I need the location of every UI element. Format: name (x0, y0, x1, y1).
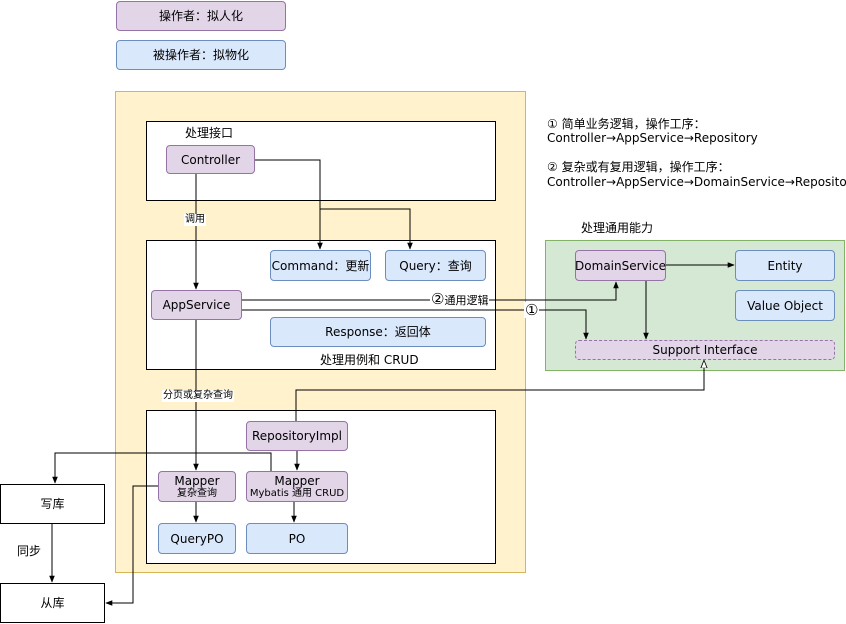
note2-flow: Controller→AppService→DomainService→Repo… (547, 175, 846, 189)
mapper-crud-node: Mapper Mybatis 通用 CRUD (246, 471, 348, 502)
read-db-node: 从库 (0, 583, 105, 623)
value-object-node: Value Object (735, 290, 835, 321)
support-interface-node: Support Interface (575, 340, 835, 360)
mapper-complex-node: Mapper 复杂查询 (158, 471, 236, 502)
mapper-crud-sub: Mybatis 通用 CRUD (249, 487, 345, 499)
command-label: Command：更新 (271, 258, 370, 273)
mapper-crud-title: Mapper (274, 473, 320, 488)
edge-label-paging: 分页或复杂查询 (162, 390, 234, 402)
support-interface-label: Support Interface (652, 343, 758, 357)
po-label: PO (288, 531, 306, 546)
entity-label: Entity (767, 258, 803, 273)
command-node: Command：更新 (270, 250, 371, 281)
response-label: Response：返回体 (325, 325, 431, 339)
controller-label: Controller (180, 152, 241, 167)
repository-impl-node: RepositoryImpl (246, 421, 348, 451)
legend-operated: 被操作者：拟物化 (116, 40, 286, 70)
route2-marker: ② (431, 290, 445, 308)
query-label: Query：查询 (399, 258, 472, 273)
edge-controller-command (255, 159, 323, 250)
app-service-label: AppService (162, 298, 231, 312)
mapper-complex-sub: 复杂查询 (176, 487, 217, 499)
note1-flow: Controller→AppService→Repository (547, 131, 758, 145)
sync-label: 同步 (17, 544, 42, 558)
write-db-label: 写库 (40, 497, 65, 511)
repository-impl-label: RepositoryImpl (252, 429, 342, 443)
query-po-node: QueryPO (158, 523, 236, 554)
query-node: Query：查询 (385, 250, 486, 281)
entity-node: Entity (735, 250, 835, 281)
edge-label-call: 调用 (184, 214, 206, 226)
edge-controller-query (320, 208, 413, 250)
domain-service-node: DomainService (575, 250, 666, 281)
domain-service-label: DomainService (575, 258, 666, 273)
edge-mapper-writedb (52, 452, 272, 484)
note1-title: ① 简单业务逻辑，操作工序： (547, 117, 706, 131)
po-node: PO (246, 523, 348, 554)
domain-layer-title: 处理通用能力 (581, 221, 654, 235)
mapper-complex-title: Mapper (174, 473, 220, 488)
edge-label-route2: ②通用逻辑 (430, 290, 490, 309)
app-service-node: AppService (151, 290, 242, 320)
edge-label-route1: ① (524, 301, 540, 319)
edge-appservice-support (242, 309, 589, 340)
edge-mapper-readdb (105, 485, 158, 606)
response-node: Response：返回体 (270, 317, 486, 347)
write-db-node: 写库 (0, 484, 105, 524)
controller-node: Controller (166, 145, 255, 174)
legend-operator: 操作者：拟人化 (116, 1, 286, 31)
app-layer-title: 处理用例和 CRUD (320, 353, 419, 367)
edge-repository-support (295, 361, 704, 421)
interface-layer-title: 处理接口 (185, 126, 234, 140)
route2-text: 通用逻辑 (444, 294, 489, 307)
note2-title: ② 复杂或有复用逻辑，操作工序： (547, 160, 730, 174)
query-po-label: QueryPO (170, 531, 224, 546)
read-db-label: 从库 (40, 596, 65, 610)
legend-operator-label: 操作者：拟人化 (158, 9, 243, 23)
value-object-label: Value Object (747, 298, 823, 313)
edge-appservice-domainservice (242, 281, 619, 301)
legend-operated-label: 被操作者：拟物化 (152, 48, 249, 62)
